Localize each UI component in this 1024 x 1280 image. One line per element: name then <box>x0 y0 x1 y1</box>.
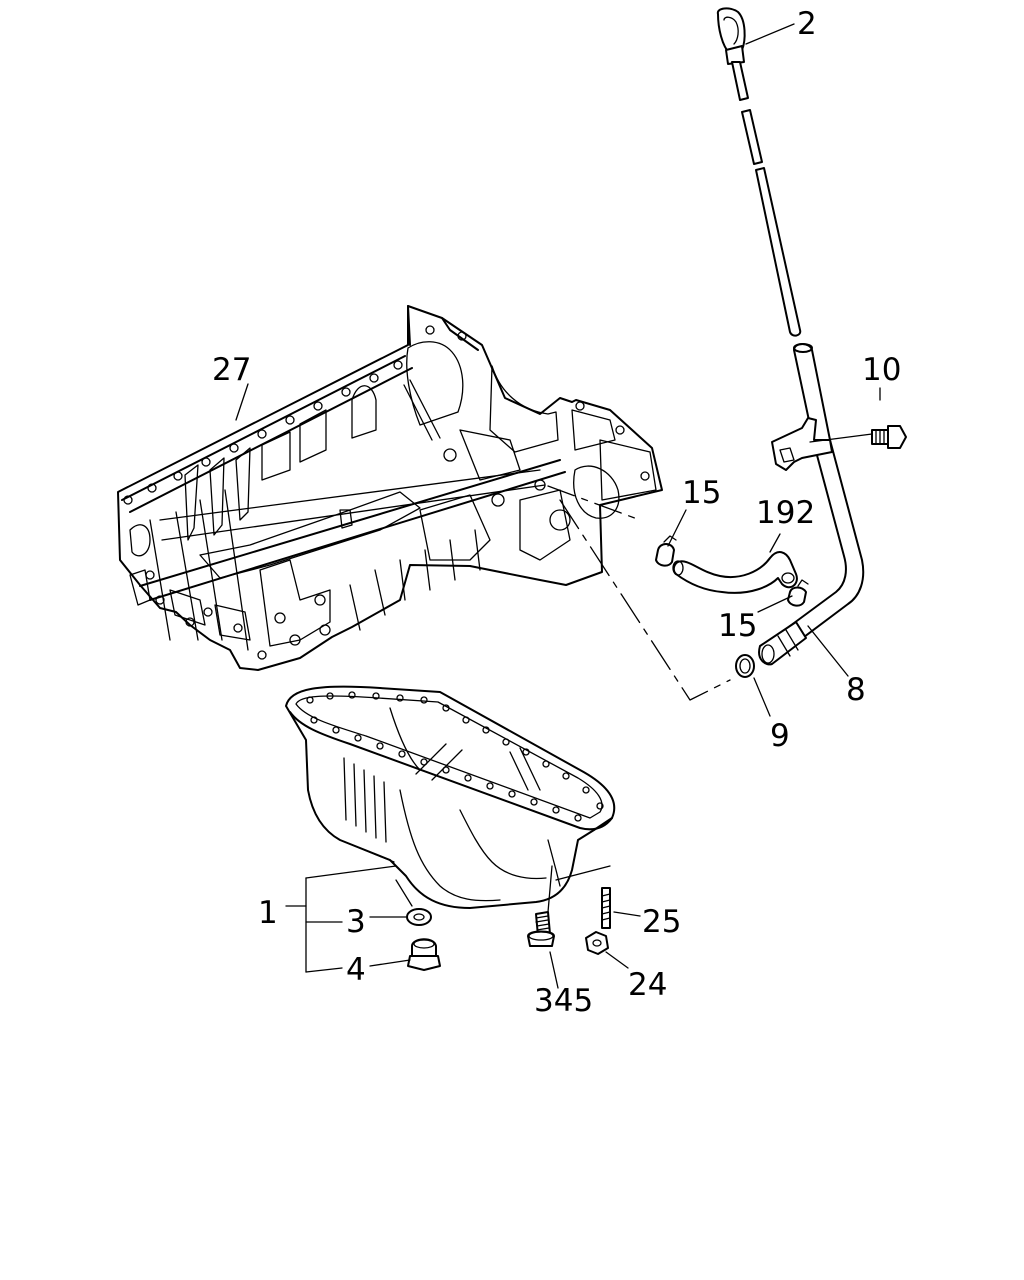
pan-bolt <box>527 911 555 947</box>
callout-15-lower: 15 <box>718 608 757 644</box>
callout-10: 10 <box>862 352 901 388</box>
callout-192: 192 <box>756 495 815 531</box>
o-ring <box>735 654 755 678</box>
callout-9: 9 <box>770 718 790 754</box>
callout-2: 2 <box>797 6 817 42</box>
callout-24: 24 <box>628 967 667 1003</box>
upper-crankcase <box>117 305 663 671</box>
callout-4: 4 <box>346 952 366 988</box>
hex-nut <box>585 931 609 955</box>
callout-3: 3 <box>346 904 366 940</box>
tube-bracket <box>771 417 833 471</box>
callout-labels: 2 27 10 15 192 15 8 9 1 3 25 4 24 345 <box>212 6 901 1019</box>
callout-8: 8 <box>846 672 866 708</box>
oil-pan <box>285 685 616 909</box>
callout-345: 345 <box>534 983 593 1019</box>
callout-25: 25 <box>642 904 681 940</box>
leader-lines <box>235 23 881 989</box>
callout-1: 1 <box>258 895 278 931</box>
callout-15-upper: 15 <box>682 475 721 511</box>
hose-clamp-lower <box>787 579 809 607</box>
callout-27: 27 <box>212 352 251 388</box>
dipstick <box>716 7 802 337</box>
breather-hose <box>672 551 798 594</box>
dipstick-tube <box>758 343 865 666</box>
stud <box>601 887 611 929</box>
sealing-washer <box>406 908 432 926</box>
bolt-10 <box>871 425 907 449</box>
hose-clamp-upper <box>655 535 677 567</box>
drain-plug <box>407 938 441 971</box>
